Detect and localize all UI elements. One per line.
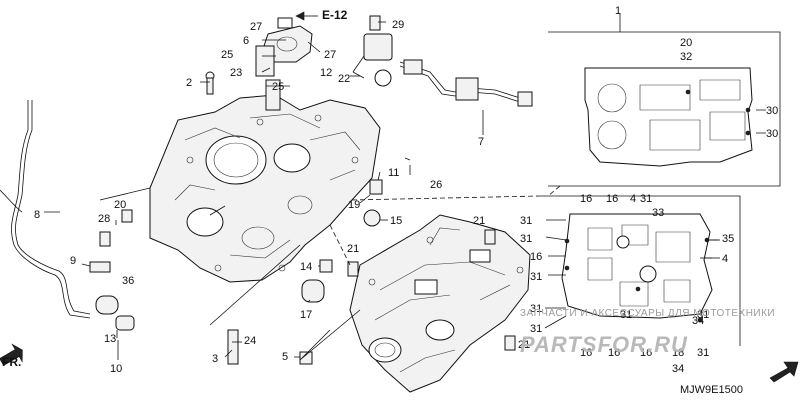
callout-27: 27: [324, 49, 336, 61]
callout-16: 16: [606, 193, 618, 205]
section-reference: E-12: [295, 8, 348, 22]
callout-4: 4: [722, 253, 728, 265]
callout-4: 4: [630, 193, 636, 205]
callout-21: 21: [518, 339, 530, 351]
mount-collar-bolts: [89, 179, 516, 365]
callout-2: 2: [186, 77, 192, 89]
callout-26: 26: [430, 179, 442, 191]
callout-6: 6: [243, 35, 249, 47]
callout-31: 31: [520, 215, 532, 227]
callout-3: 3: [212, 353, 218, 365]
callout-15: 15: [390, 215, 402, 227]
callout-22: 22: [338, 73, 350, 85]
callout-29: 29: [392, 19, 404, 31]
oil-pipe: [399, 59, 533, 107]
callout-10: 10: [110, 363, 122, 375]
callout-20: 20: [114, 199, 126, 211]
watermark: ЗАПЧАСТИ И АКСЕССУАРЫ ДЛЯ МОТОТЕХНИКИ PA…: [520, 308, 775, 357]
callout-31: 31: [620, 309, 632, 321]
callout-14: 14: [300, 261, 312, 273]
diagram-code: MJW9E1500: [680, 384, 743, 396]
callout-16: 16: [530, 251, 542, 263]
callout-25: 25: [272, 81, 284, 93]
callout-13: 13: [104, 333, 116, 345]
callout-30: 30: [766, 128, 778, 140]
callout-23: 23: [230, 67, 242, 79]
callout-31: 31: [697, 309, 709, 321]
section-reference-label: E-12: [322, 8, 348, 22]
lower-case-outline-panel: [540, 195, 741, 346]
callout-16: 16: [580, 193, 592, 205]
front-direction-arrow: FR.: [0, 343, 799, 383]
callout-35: 35: [722, 233, 734, 245]
callout-31: 31: [530, 271, 542, 283]
callout-30: 30: [766, 105, 778, 117]
callout-34: 34: [692, 315, 704, 327]
lower-crankcase: [349, 214, 531, 393]
callout-21: 21: [347, 243, 359, 255]
callout-16: 16: [580, 347, 592, 359]
callout-18: 18: [672, 347, 684, 359]
callout-32: 32: [680, 51, 692, 63]
callout-16: 16: [640, 347, 652, 359]
upper-crankcase: [149, 94, 381, 283]
callout-11: 11: [388, 167, 399, 179]
callout-5: 5: [282, 351, 288, 363]
callout-12: 12: [320, 67, 332, 79]
callout-33: 33: [652, 207, 664, 219]
callout-1: 1: [615, 5, 621, 17]
watermark-brand: PARTSFOR.RU: [520, 332, 688, 357]
callout-20: 20: [680, 37, 692, 49]
callout-labels: 1 2 3 4 4 5 6 7 8 9 10 11 12 13 14 15 16…: [34, 5, 778, 375]
callout-36: 36: [122, 275, 134, 287]
callout-7: 7: [478, 136, 484, 148]
callout-16: 16: [608, 347, 620, 359]
callout-17: 17: [300, 309, 312, 321]
callout-24: 24: [244, 335, 256, 347]
callout-28: 28: [98, 213, 110, 225]
callout-27: 27: [250, 21, 262, 33]
callout-19: 19: [348, 199, 360, 211]
callout-31: 31: [530, 303, 542, 315]
leader-lines: [44, 14, 766, 361]
breather-hose: [0, 100, 91, 319]
callout-8: 8: [34, 209, 40, 221]
callout-31: 31: [640, 193, 652, 205]
callout-9: 9: [70, 255, 76, 267]
assembly-reference-frame: [329, 185, 561, 266]
callout-31: 31: [697, 347, 709, 359]
callout-31: 31: [530, 323, 542, 335]
callout-34: 34: [672, 363, 684, 375]
sensor-plug: [363, 15, 393, 87]
watermark-tagline: ЗАПЧАСТИ И АКСЕССУАРЫ ДЛЯ МОТОТЕХНИКИ: [520, 308, 775, 319]
callout-21: 21: [473, 215, 485, 227]
callout-31: 31: [520, 233, 532, 245]
front-mark-label: FR.: [2, 355, 21, 369]
callout-25: 25: [221, 49, 233, 61]
upper-case-outline-panel: [548, 31, 781, 187]
